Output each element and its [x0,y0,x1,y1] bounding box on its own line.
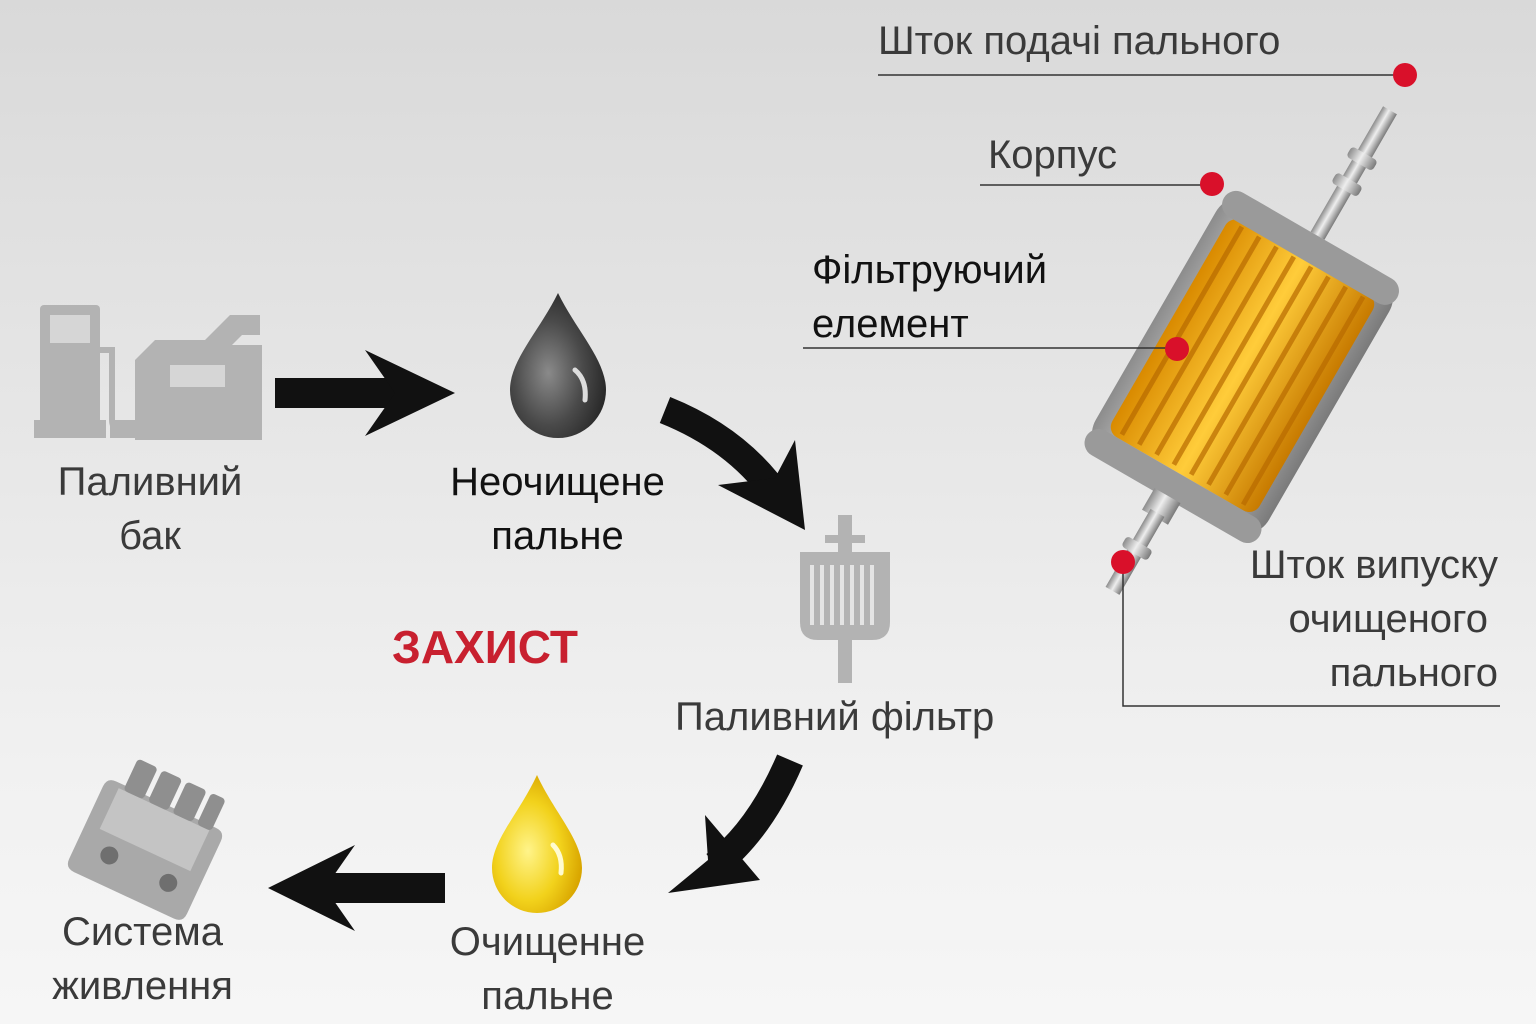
fuel-tank-label: Паливний бак [30,455,270,563]
unclean-fuel-label: Неочищене пальне [420,455,695,563]
flow-arrow-2 [659,397,805,530]
callout-inlet-stem: Шток подачі пального [878,19,1281,63]
fuel-filter-icon [800,515,890,683]
callout-dot-element [1165,337,1189,361]
car-icon [110,315,262,440]
callout-dot-outlet [1111,550,1135,574]
clean-fuel-label: Очищенне пальне [425,915,670,1023]
callout-filter-element: Фільтруючий елемент [812,243,1047,351]
callout-outlet-stem: Шток випуску очищеного пального [1170,538,1498,700]
flow-arrow-1 [275,350,455,436]
fuel-tank-label-line1: Паливний [57,460,243,504]
clean-fuel-label-line1: Очищенне [449,920,646,964]
clean-fuel-drop-icon [492,775,582,913]
callout-dot-housing [1200,172,1224,196]
fuel-filter-illustration [1084,106,1399,595]
unclean-fuel-drop-icon [510,293,606,438]
callout-filter-element-line1: Фільтруючий [812,248,1048,292]
callout-lines [803,74,1500,707]
callout-filter-element-line2: елемент [812,302,969,346]
fuel-tank-label-line2: бак [119,514,181,558]
unclean-fuel-label-line1: Неочищене [450,460,665,504]
engine-icon [67,759,225,920]
fuel-system-label: Система живлення [25,905,260,1013]
fuel-system-label-line2: живлення [52,964,233,1008]
callout-dot-inlet [1393,63,1417,87]
flow-arrow-3 [668,754,803,893]
flow-arrow-4 [268,845,445,931]
fuel-pump-icon [34,305,136,438]
fuel-filter-label: Паливний фільтр [675,695,995,739]
callout-outlet-line3: пального [1329,651,1498,695]
callout-housing: Корпус [988,133,1118,177]
callout-outlet-line2: очищеного [1288,597,1488,641]
fuel-system-label-line1: Система [61,910,224,954]
protection-label: ЗАХИСТ [392,621,578,673]
unclean-fuel-label-line2: пальне [491,514,624,558]
callout-outlet-line1: Шток випуску [1249,543,1498,587]
clean-fuel-label-line2: пальне [481,974,614,1018]
